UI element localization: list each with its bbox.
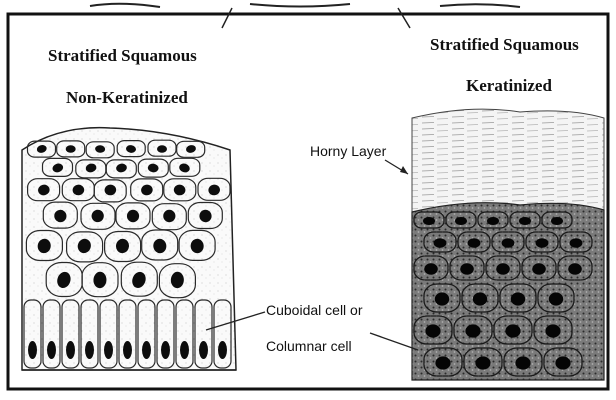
cell-nucleus: [468, 238, 481, 248]
cell-nucleus: [505, 324, 520, 337]
cell-nucleus: [218, 341, 227, 359]
cell-nucleus: [555, 356, 570, 369]
cell-nucleus: [511, 292, 525, 305]
cell-nucleus: [199, 341, 208, 359]
keratinized-tissue: [412, 109, 604, 380]
cell-nucleus: [142, 341, 151, 359]
cell-nucleus: [123, 341, 132, 359]
cell-nucleus: [66, 341, 75, 359]
right-title-line2: Keratinized: [466, 76, 552, 96]
right-title-line1: Stratified Squamous: [430, 35, 579, 55]
cell-nucleus: [545, 324, 560, 337]
cell-nucleus: [180, 341, 189, 359]
cell-nucleus: [532, 263, 546, 274]
cell-nucleus: [549, 292, 563, 305]
left-title-line2: Non-Keratinized: [66, 88, 188, 108]
cropped-heading-remnant: [90, 4, 520, 7]
cell-nucleus: [85, 341, 94, 359]
cell-nucleus: [568, 263, 582, 274]
cell-nucleus: [515, 356, 530, 369]
cell-nucleus: [161, 341, 170, 359]
cell-nucleus: [496, 263, 510, 274]
cell-label-line2: Columnar cell: [266, 338, 352, 354]
horny-layer-label: Horny Layer: [310, 143, 386, 159]
cell-nucleus: [551, 217, 563, 225]
cell-nucleus: [157, 145, 167, 153]
cell-nucleus: [28, 341, 37, 359]
cell-nucleus: [487, 217, 499, 225]
cell-label-line1: Cuboidal cell or: [266, 302, 363, 318]
cell-nucleus: [475, 356, 490, 369]
cell-nucleus: [536, 238, 549, 248]
cell-nucleus: [455, 217, 467, 225]
cell-nucleus: [435, 356, 450, 369]
cell-nucleus: [519, 217, 531, 225]
cell-nucleus: [502, 238, 515, 248]
non-keratinized-tissue: [22, 128, 236, 370]
cell-nucleus: [473, 292, 487, 305]
cell-nucleus: [570, 238, 583, 248]
cell-nucleus: [460, 263, 474, 274]
cell-nucleus: [435, 292, 449, 305]
cell-nucleus: [434, 238, 447, 248]
cell-nucleus: [465, 324, 480, 337]
cell-nucleus: [424, 263, 438, 274]
cell-nucleus: [423, 217, 435, 225]
cell-nucleus: [425, 324, 440, 337]
left-title-line1: Stratified Squamous: [48, 46, 197, 66]
cell-nucleus: [47, 341, 56, 359]
cell-nucleus: [66, 145, 76, 153]
cell-nucleus: [127, 210, 139, 222]
cell-nucleus: [104, 341, 113, 359]
